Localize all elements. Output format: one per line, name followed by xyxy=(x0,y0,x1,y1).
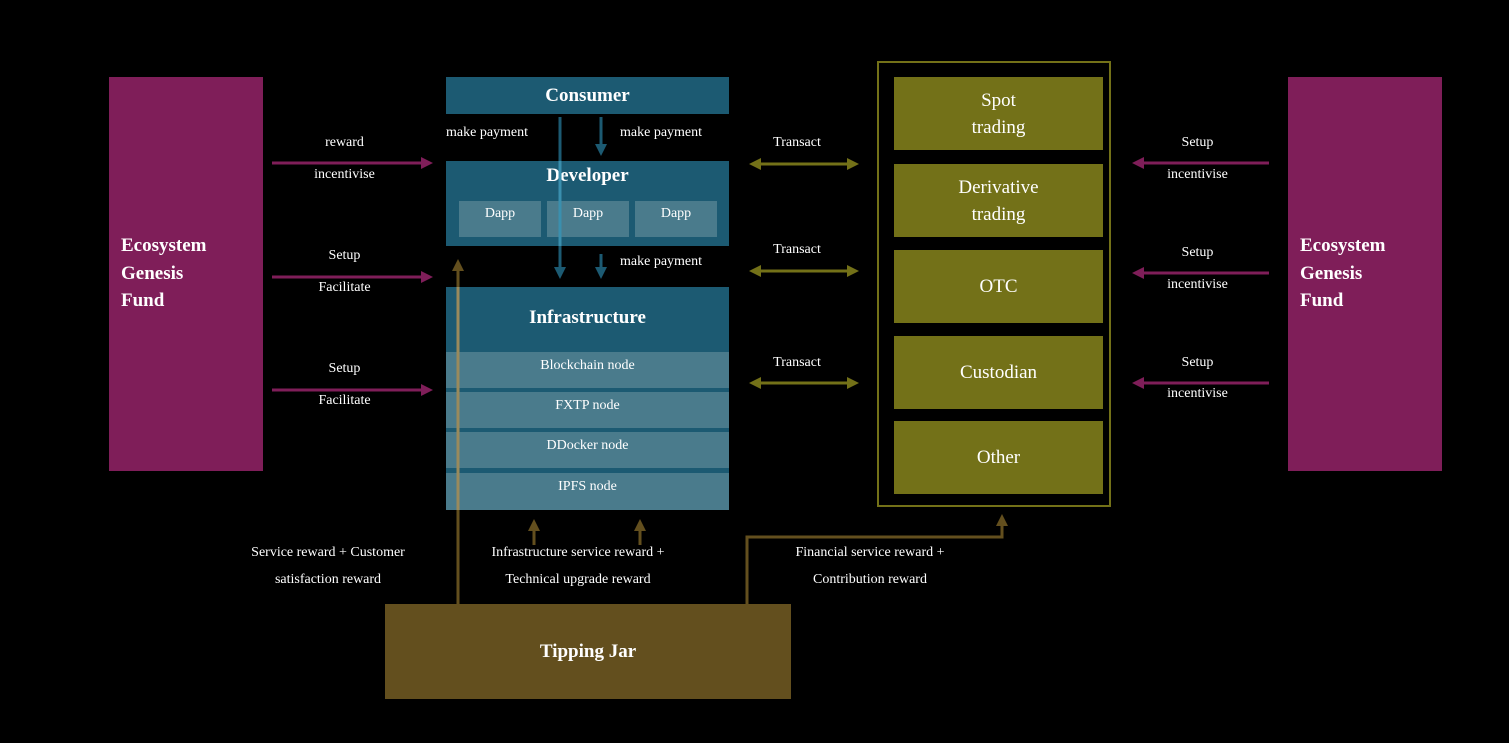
exchange-spot-trading: Spot trading xyxy=(894,77,1103,150)
fxtp-node-label: FXTP node xyxy=(555,398,620,413)
exchange-otc: OTC xyxy=(894,250,1103,323)
derivative-line-2: trading xyxy=(971,203,1026,225)
left-ecosystem-genesis-fund: Ecosystem Genesis Fund xyxy=(109,77,263,471)
otc-label: OTC xyxy=(979,276,1018,297)
custodian-label: Custodian xyxy=(959,362,1038,383)
service-reward-line-1: Service reward + Customer xyxy=(251,545,405,560)
transact-label-3: Transact xyxy=(773,355,821,370)
right-fund-line-3: Fund xyxy=(1300,290,1344,311)
right-arrow-1-top-label: Setup xyxy=(1181,135,1214,150)
right-arrow-2-bottom-label: incentivise xyxy=(1167,277,1228,292)
ipfs-node: IPFS node xyxy=(446,473,729,510)
right-ecosystem-genesis-fund: Ecosystem Genesis Fund xyxy=(1288,77,1442,471)
dapp-1-label: Dapp xyxy=(484,206,516,221)
fxtp-node: FXTP node xyxy=(446,392,729,428)
right-arrow-1-bottom-label: incentivise xyxy=(1167,167,1228,182)
left-arrow-3-bottom-label: Facilitate xyxy=(318,393,371,408)
tipping-jar-box: Tipping Jar xyxy=(385,604,791,699)
exchange-custodian: Custodian xyxy=(894,336,1103,409)
transact-label-1: Transact xyxy=(773,135,821,150)
service-reward-line-2: satisfaction reward xyxy=(274,572,382,587)
left-arrow-2-bottom-label: Facilitate xyxy=(318,280,371,295)
developer-payment-label: make payment xyxy=(620,254,703,269)
spot-line-2: trading xyxy=(971,116,1026,138)
right-fund-label: Ecosystem Genesis Fund xyxy=(1300,232,1385,315)
dapp-3: Dapp xyxy=(635,201,717,237)
infra-reward-line-2: Technical upgrade reward xyxy=(505,572,651,587)
ipfs-node-label: IPFS node xyxy=(558,479,617,494)
ddocker-node-label: DDocker node xyxy=(546,438,629,453)
other-label: Other xyxy=(976,447,1021,468)
left-arrow-2-top-label: Setup xyxy=(328,248,361,263)
dapp-1: Dapp xyxy=(459,201,541,237)
right-fund-line-1: Ecosystem xyxy=(1300,235,1386,256)
developer-title: Developer xyxy=(546,165,629,186)
left-arrow-1-top-label: reward xyxy=(325,135,364,150)
right-arrow-2-top-label: Setup xyxy=(1181,245,1214,260)
consumer-payment-left-label: make payment xyxy=(446,125,529,140)
dapp-3-label: Dapp xyxy=(660,206,692,221)
developer-box: Developer Dapp Dapp Dapp xyxy=(446,161,729,246)
financial-reward-line-2: Contribution reward xyxy=(813,572,927,587)
left-fund-line-1: Ecosystem xyxy=(121,235,207,256)
ddocker-node: DDocker node xyxy=(446,432,729,468)
blockchain-node: Blockchain node xyxy=(446,352,729,388)
consumer-box: Consumer xyxy=(446,77,729,114)
left-arrow-1-bottom-label: incentivise xyxy=(314,167,375,182)
exchange-group xyxy=(877,61,1111,507)
derivative-line-1: Derivative xyxy=(958,176,1039,198)
exchange-derivative-trading: Derivative trading xyxy=(894,164,1103,237)
infra-reward-line-1: Infrastructure service reward + xyxy=(491,545,665,560)
blockchain-node-label: Blockchain node xyxy=(540,358,635,373)
left-fund-line-3: Fund xyxy=(121,290,165,311)
financial-reward-line-1: Financial service reward + xyxy=(795,545,945,560)
left-fund-line-2: Genesis xyxy=(121,262,184,284)
right-fund-line-2: Genesis xyxy=(1300,262,1363,284)
infrastructure-box: Infrastructure Blockchain node FXTP node… xyxy=(446,287,729,510)
dapp-2-label: Dapp xyxy=(572,206,604,221)
exchange-other: Other xyxy=(894,421,1103,494)
spot-line-1: Spot xyxy=(981,89,1016,111)
transact-label-2: Transact xyxy=(773,242,821,257)
left-fund-label: Ecosystem Genesis Fund xyxy=(121,232,206,315)
dapp-2: Dapp xyxy=(547,201,629,237)
consumer-payment-right-label: make payment xyxy=(620,125,703,140)
infrastructure-title: Infrastructure xyxy=(529,307,646,328)
left-arrow-3-top-label: Setup xyxy=(328,361,361,376)
consumer-title: Consumer xyxy=(545,84,630,106)
tipping-jar-title: Tipping Jar xyxy=(539,640,637,662)
right-arrow-3-top-label: Setup xyxy=(1181,355,1214,370)
right-arrow-3-bottom-label: incentivise xyxy=(1167,386,1228,401)
